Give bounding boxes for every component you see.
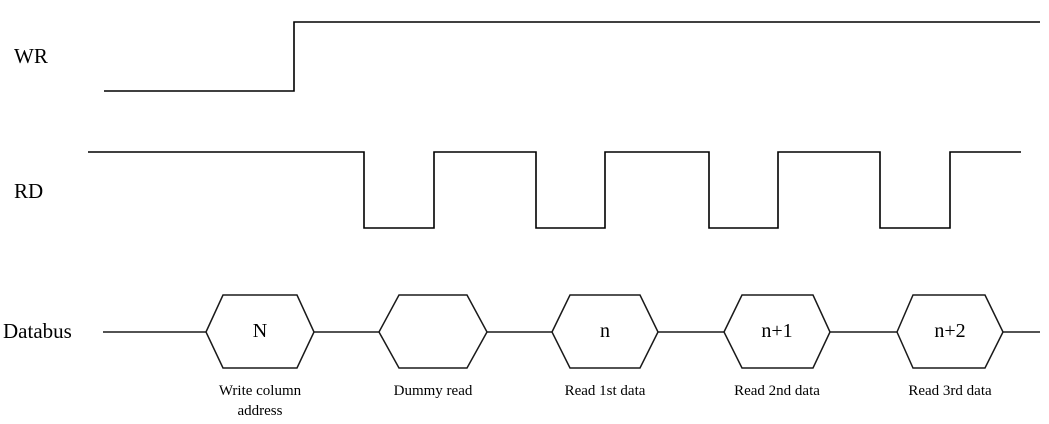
bus-caption: Read 3rd data	[908, 383, 992, 399]
databus-waveform	[103, 294, 1040, 369]
bus-caption: Write column address	[218, 383, 302, 419]
bus-segment	[378, 294, 488, 369]
bus-caption: Read 1st data	[564, 383, 646, 399]
rd-waveform	[88, 151, 1021, 229]
bus-value: n	[600, 320, 610, 342]
bus-value: n+1	[761, 320, 793, 342]
bus-caption: Read 2nd data	[734, 383, 820, 399]
bus-value: n+2	[934, 320, 966, 342]
signal-label-rd: RD	[14, 179, 44, 203]
signal-label-wr: WR	[14, 44, 48, 68]
signal-label-databus: Databus	[3, 319, 72, 343]
bus-value: N	[252, 320, 268, 342]
bus-caption: Dummy read	[393, 383, 473, 399]
wr-waveform	[104, 21, 1040, 92]
